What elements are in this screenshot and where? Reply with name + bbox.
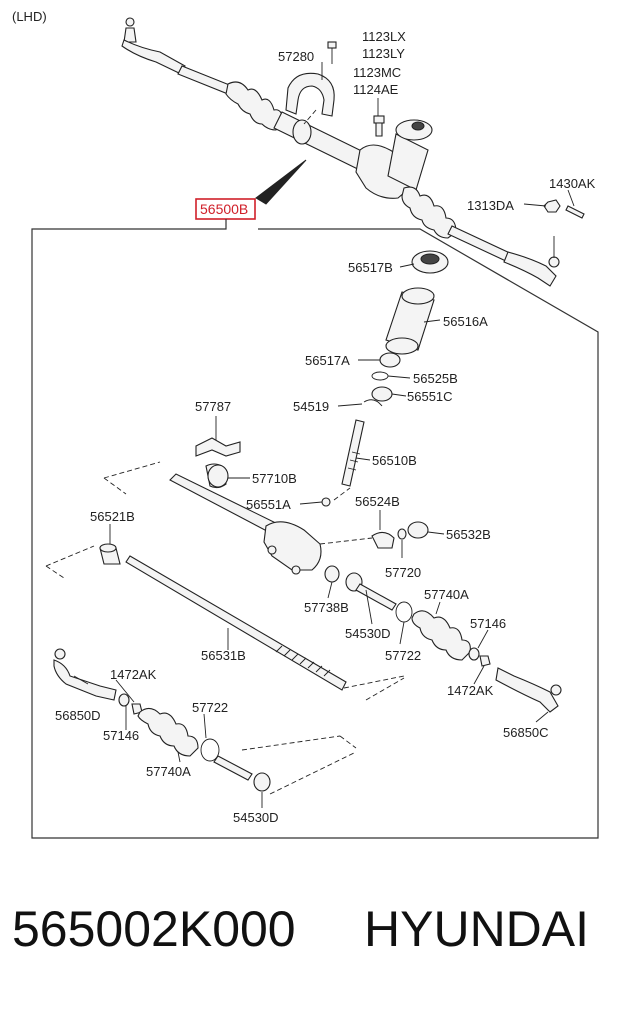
label-56517B: 56517B bbox=[348, 260, 393, 275]
label-57722-right: 57722 bbox=[385, 648, 421, 663]
label-57280: 57280 bbox=[278, 49, 314, 64]
label-54519: 54519 bbox=[293, 399, 329, 414]
label-1472AK-right: 1472AK bbox=[447, 683, 494, 698]
label-1430AK: 1430AK bbox=[549, 176, 596, 191]
part-number: 565002K000 bbox=[12, 901, 296, 957]
exploded-leader-lines bbox=[73, 263, 549, 808]
label-56532B: 56532B bbox=[446, 527, 491, 542]
caption: 565002K000 HYUNDAI bbox=[0, 900, 620, 980]
label-56524B: 56524B bbox=[355, 494, 400, 509]
label-56850D: 56850D bbox=[55, 708, 101, 723]
label-54530D-left: 54530D bbox=[233, 810, 279, 825]
label-1123MC: 1123MC bbox=[353, 65, 401, 80]
label-56531B: 56531B bbox=[201, 648, 246, 663]
label-1123LX: 1123LX bbox=[362, 29, 406, 44]
label-56516A: 56516A bbox=[443, 314, 488, 329]
label-57787: 57787 bbox=[195, 399, 231, 414]
brand-name: HYUNDAI bbox=[364, 901, 590, 957]
label-1123LY: 1123LY bbox=[362, 46, 405, 61]
exploded-guide-lines bbox=[45, 461, 405, 795]
label-1472AK-left: 1472AK bbox=[110, 667, 157, 682]
label-1313DA: 1313DA bbox=[467, 198, 514, 213]
label-56551C: 56551C bbox=[407, 389, 453, 404]
label-56525B: 56525B bbox=[413, 371, 458, 386]
label-56521B: 56521B bbox=[90, 509, 135, 524]
corner-label: (LHD) bbox=[12, 9, 47, 24]
label-56850C: 56850C bbox=[503, 725, 549, 740]
label-57710B: 57710B bbox=[252, 471, 297, 486]
exploded-parts-illustration bbox=[53, 250, 562, 792]
label-57738B: 57738B bbox=[304, 600, 349, 615]
exploded-view-frame bbox=[31, 219, 599, 839]
label-57740A-right: 57740A bbox=[424, 587, 469, 602]
label-57146-right: 57146 bbox=[470, 616, 506, 631]
label-56551A: 56551A bbox=[246, 497, 291, 512]
label-54530D-right: 54530D bbox=[345, 626, 391, 641]
top-leader-lines bbox=[303, 62, 575, 207]
label-56517A: 56517A bbox=[305, 353, 350, 368]
label-57722-left: 57722 bbox=[192, 700, 228, 715]
label-1124AE: 1124AE bbox=[353, 82, 399, 97]
top-assembly-illustration bbox=[121, 17, 585, 287]
label-57146-left: 57146 bbox=[103, 728, 139, 743]
label-57740A-left: 57740A bbox=[146, 764, 191, 779]
label-57720: 57720 bbox=[385, 565, 421, 580]
label-56510B: 56510B bbox=[372, 453, 417, 468]
assembly-label: 56500B bbox=[200, 201, 248, 217]
